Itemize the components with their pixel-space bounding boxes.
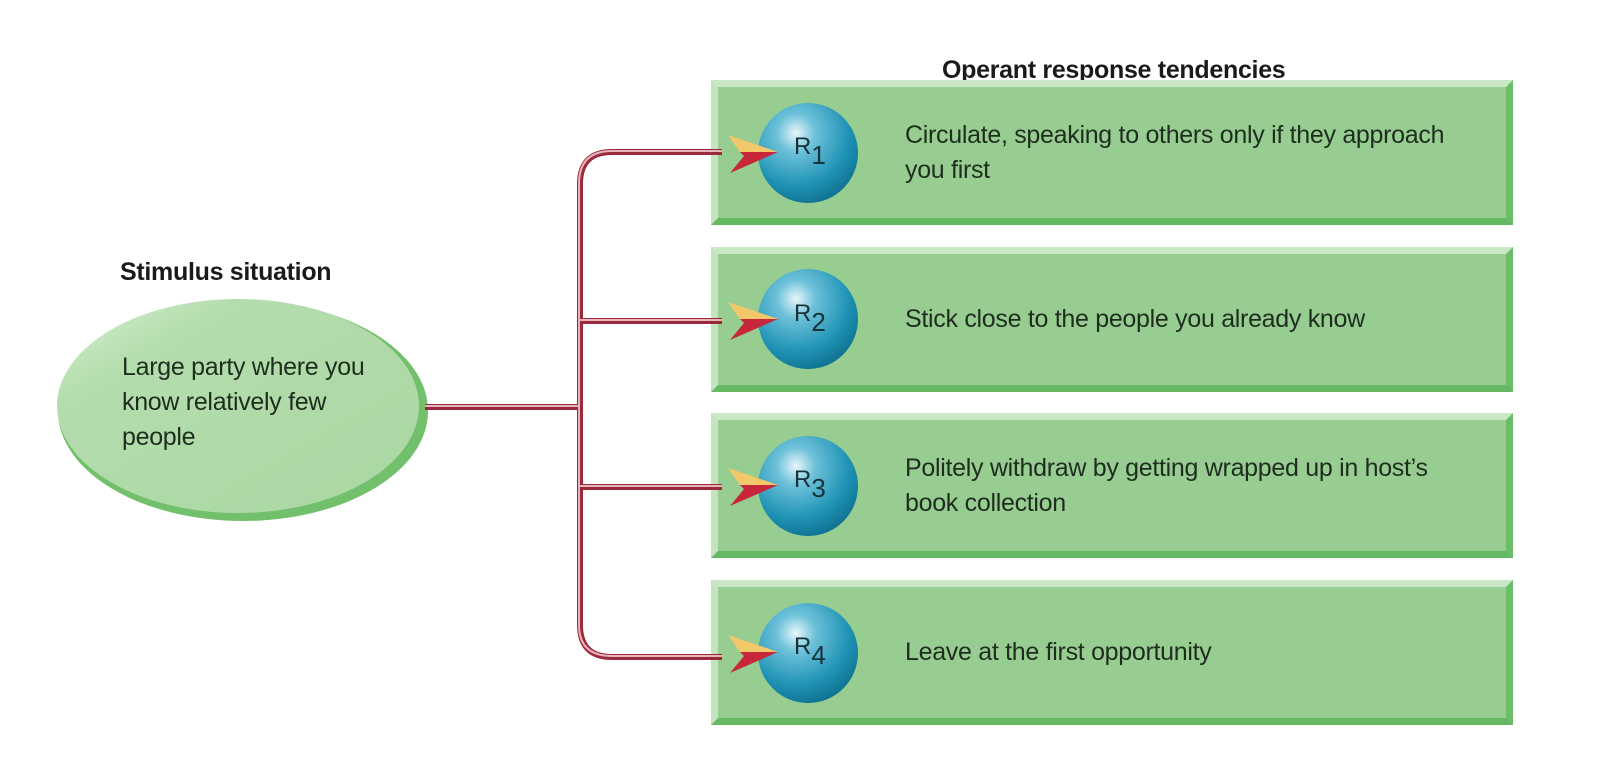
response-index: 4	[811, 640, 826, 670]
response-sphere-4	[758, 603, 858, 703]
response-index: 1	[811, 140, 826, 170]
response-sphere-3	[758, 436, 858, 536]
response-letter: R	[794, 300, 812, 327]
response-label-2: R2	[794, 300, 826, 338]
connector-lines	[425, 149, 722, 660]
responses-heading: Operant response tendencies	[942, 56, 1286, 84]
response-text-2: Stick close to the people you already kn…	[905, 305, 1365, 333]
response-text-3: Politely withdraw by getting wrapped up …	[905, 453, 1428, 517]
response-label-1: R1	[794, 133, 826, 171]
response-index: 3	[811, 473, 826, 503]
response-text-4: Leave at the first opportunity	[905, 638, 1212, 666]
response-text-1: Circulate, speaking to others only if th…	[905, 120, 1445, 184]
response-index: 2	[811, 307, 826, 337]
response-label-3: R3	[794, 466, 826, 504]
response-letter: R	[794, 133, 812, 160]
stimulus-heading: Stimulus situation	[120, 258, 332, 286]
response-letter: R	[794, 466, 812, 493]
arrowhead-4	[728, 635, 778, 673]
stimulus-ellipse	[57, 299, 419, 513]
response-label-4: R4	[794, 633, 826, 671]
stimulus-text: Large party where you know relatively fe…	[122, 353, 365, 451]
response-sphere-2	[758, 269, 858, 369]
arrowhead-3	[728, 468, 778, 506]
connector-branch-1	[577, 149, 722, 660]
arrowhead-1	[728, 135, 778, 173]
response-letter: R	[794, 633, 812, 660]
arrowhead-2	[728, 302, 778, 340]
response-sphere-1	[758, 103, 858, 203]
